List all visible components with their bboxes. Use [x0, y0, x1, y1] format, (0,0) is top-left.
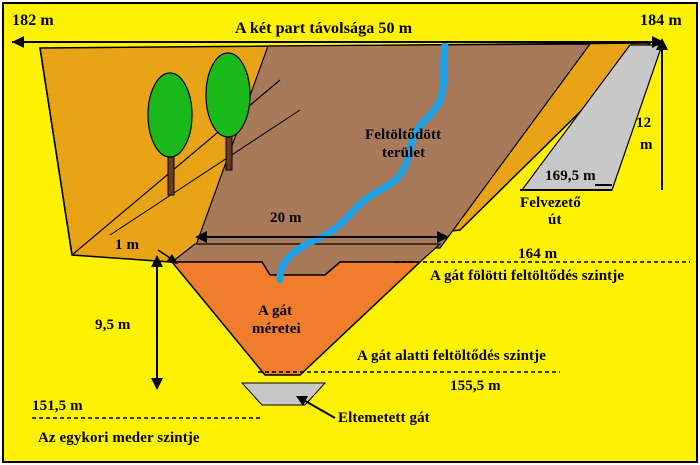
left-slope-line	[39, 47, 73, 256]
tree-right	[205, 52, 251, 171]
height-12-unit: m	[640, 137, 653, 153]
distance-label: A két part távolsága 50 m	[235, 20, 413, 37]
left-bank-elevation: 182 m	[12, 12, 54, 29]
width-20-arrow-left-head	[195, 231, 207, 243]
access-road-label-line2: út	[548, 212, 562, 228]
access-road-label-line1: Felvezető	[520, 195, 581, 211]
buried-dam-pointer-head	[296, 396, 308, 406]
dam-size-label-line2: méretei	[252, 321, 301, 337]
below-dam-level-label: A gát alatti feltöltődés szintje	[357, 348, 546, 364]
elev-151-label: 151,5 m	[32, 398, 83, 414]
silted-area-label-line1: Feltöltődött	[365, 127, 442, 143]
terrace-line-2	[109, 109, 301, 236]
width-20-label: 20 m	[270, 210, 302, 226]
height-9-5-arrow-bottom	[151, 378, 163, 390]
height-9-5-arrow-top	[151, 255, 163, 267]
tree-left	[147, 72, 193, 196]
width-1-label: 1 m	[115, 237, 140, 253]
buried-dam-label: Eltemetett gát	[338, 410, 430, 426]
distance-arrow-right-head	[652, 36, 664, 48]
height-9-5-label: 9,5 m	[95, 317, 131, 333]
river	[276, 42, 449, 284]
dam-size-label-line1: A gát	[258, 303, 293, 319]
dam-body	[170, 261, 422, 376]
width-1-arrow-head	[166, 254, 178, 264]
silted-strip	[194, 43, 592, 249]
silted-area-label-line2: terület	[382, 145, 426, 161]
elev-164-label: 164 m	[518, 246, 558, 262]
right-bank-elevation: 184 m	[640, 12, 682, 29]
old-riverbed-label: Az egykori meder szintje	[38, 430, 200, 446]
width-20-arrow-right-head	[437, 231, 449, 243]
height-12-value: 12	[636, 115, 652, 131]
elev-169-label: 169,5 m	[545, 168, 596, 184]
buried-dam-pointer	[299, 397, 336, 419]
distance-arrow-left-head	[12, 36, 24, 48]
above-dam-level-label: A gát fölötti feltöltődés szintje	[430, 268, 625, 284]
elev-155-label: 155,5 m	[450, 378, 501, 394]
height-12-arrow-head	[656, 38, 668, 50]
